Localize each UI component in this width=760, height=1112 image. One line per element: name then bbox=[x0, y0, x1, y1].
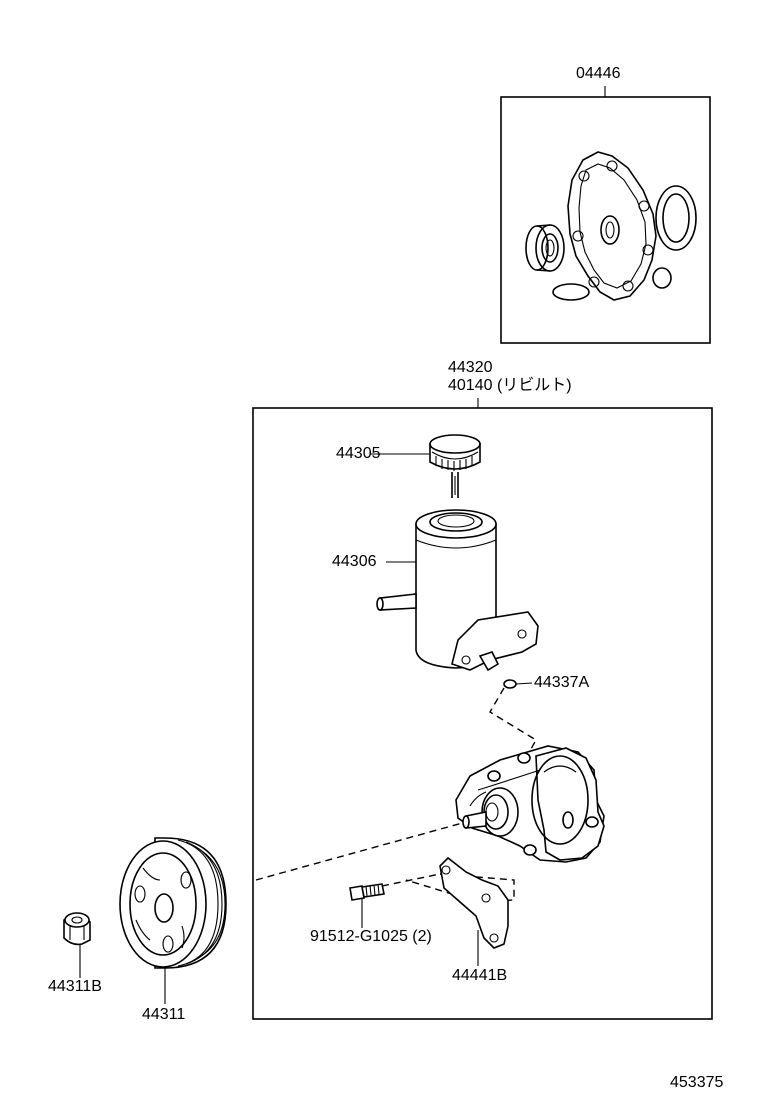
pulley-icon bbox=[119, 837, 227, 969]
bolt-icon bbox=[349, 883, 385, 901]
label-bracket: 44441B bbox=[452, 967, 508, 984]
vane-pump-icon bbox=[455, 745, 605, 863]
label-pulley: 44311 bbox=[142, 1006, 186, 1023]
label-reservoir-cap: 44305 bbox=[336, 445, 381, 462]
oil-seal-icon bbox=[525, 224, 565, 272]
dashed-connector-pulley bbox=[255, 821, 467, 881]
dashed-connector-reservoir bbox=[489, 687, 537, 759]
cover-gasket-icon bbox=[567, 151, 657, 301]
pump-assembly-group bbox=[252, 398, 713, 1020]
label-pump-assy: 44320 bbox=[448, 359, 493, 376]
small-o-ring-icon bbox=[652, 267, 672, 289]
label-pump-rebuilt: 40140 (リビルト) bbox=[448, 377, 572, 394]
label-reservoir: 44306 bbox=[332, 553, 377, 570]
reservoir-o-ring-icon bbox=[503, 679, 517, 689]
reservoir-cap-icon bbox=[429, 434, 481, 498]
reservoir-icon bbox=[376, 509, 539, 672]
pulley-nut-icon bbox=[63, 912, 91, 946]
gasket-kit-group bbox=[500, 86, 711, 344]
diagram-id: 453375 bbox=[670, 1074, 724, 1091]
label-bolt: 91512-G1025 (2) bbox=[310, 928, 432, 945]
label-o-ring: 44337A bbox=[534, 674, 590, 691]
large-o-ring-icon bbox=[655, 185, 697, 251]
bracket-icon bbox=[439, 856, 509, 949]
label-pulley-nut: 44311B bbox=[48, 978, 102, 995]
flat-o-ring-icon bbox=[552, 283, 590, 301]
pump-assembly-box bbox=[252, 407, 713, 1020]
leader-oring bbox=[515, 682, 533, 685]
dashed-connector-bolt bbox=[381, 873, 515, 903]
gasket-kit-box bbox=[500, 96, 711, 344]
label-gasket-kit: 04446 bbox=[576, 65, 621, 82]
